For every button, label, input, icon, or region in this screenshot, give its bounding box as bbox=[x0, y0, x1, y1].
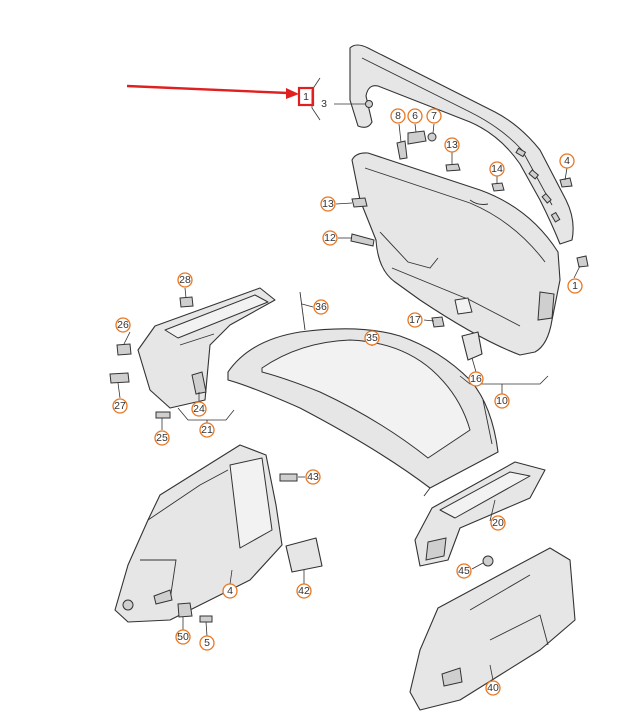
callout-27[interactable]: 27 bbox=[112, 398, 128, 414]
svg-text:3: 3 bbox=[321, 98, 327, 110]
fasteners bbox=[109, 100, 589, 623]
svg-text:1: 1 bbox=[572, 280, 578, 292]
svg-text:12: 12 bbox=[324, 232, 336, 244]
callout-5[interactable]: 5 bbox=[199, 635, 215, 651]
callout-12[interactable]: 12 bbox=[322, 230, 338, 246]
svg-text:36: 36 bbox=[315, 301, 327, 313]
callout-14[interactable]: 14 bbox=[489, 161, 505, 177]
svg-text:10: 10 bbox=[496, 395, 508, 407]
svg-text:7: 7 bbox=[431, 110, 437, 122]
svg-text:24: 24 bbox=[193, 403, 205, 415]
left-quarter-trim bbox=[114, 444, 283, 623]
right-quarter-trim bbox=[409, 547, 576, 711]
callout-13[interactable]: 13 bbox=[444, 137, 460, 153]
svg-text:16: 16 bbox=[470, 373, 482, 385]
svg-text:50: 50 bbox=[177, 631, 189, 643]
highlight-marker bbox=[126, 84, 315, 107]
callout-8[interactable]: 8 bbox=[390, 108, 406, 124]
callout-3: 3 bbox=[321, 98, 327, 110]
callout-50[interactable]: 50 bbox=[175, 629, 191, 645]
highlight-box bbox=[297, 86, 315, 107]
svg-text:17: 17 bbox=[409, 314, 421, 326]
callout-6[interactable]: 6 bbox=[407, 108, 423, 124]
svg-text:27: 27 bbox=[114, 400, 126, 412]
callout-1-highlighted: 1 bbox=[303, 91, 309, 103]
svg-text:40: 40 bbox=[487, 682, 499, 694]
callout-43[interactable]: 43 bbox=[305, 469, 321, 485]
highlight-arrowhead bbox=[286, 88, 299, 99]
callout-28[interactable]: 28 bbox=[177, 272, 193, 288]
tailgate-upper-trim-panel bbox=[349, 44, 574, 245]
callout-35[interactable]: 35 bbox=[364, 330, 380, 346]
callout-40[interactable]: 40 bbox=[485, 680, 501, 696]
part-16-cover bbox=[461, 331, 483, 361]
svg-text:4: 4 bbox=[564, 155, 570, 167]
callout-24[interactable]: 24 bbox=[191, 401, 207, 417]
svg-text:8: 8 bbox=[395, 110, 401, 122]
svg-text:20: 20 bbox=[492, 517, 504, 529]
tailgate-lower-trim-panel bbox=[351, 152, 561, 356]
callout-7[interactable]: 7 bbox=[426, 108, 442, 124]
callout-20[interactable]: 20 bbox=[490, 515, 506, 531]
part-42-cover bbox=[285, 537, 323, 573]
svg-text:45: 45 bbox=[458, 565, 470, 577]
svg-text:4: 4 bbox=[227, 585, 233, 597]
left-upper-trim bbox=[137, 287, 276, 409]
callout-25[interactable]: 25 bbox=[154, 430, 170, 446]
leader-lines bbox=[117, 123, 581, 681]
svg-text:13: 13 bbox=[446, 139, 458, 151]
svg-text:43: 43 bbox=[307, 471, 319, 483]
svg-text:35: 35 bbox=[366, 332, 378, 344]
callout-42[interactable]: 42 bbox=[296, 583, 312, 599]
svg-text:13: 13 bbox=[322, 198, 334, 210]
callout-4-top[interactable]: 4 bbox=[559, 153, 575, 169]
callout-17[interactable]: 17 bbox=[407, 312, 423, 328]
svg-text:14: 14 bbox=[491, 163, 503, 175]
callout-36[interactable]: 36 bbox=[313, 299, 329, 315]
svg-text:42: 42 bbox=[298, 585, 310, 597]
callout-21[interactable]: 21 bbox=[199, 422, 215, 438]
highlight-arrow-shaft bbox=[126, 84, 289, 95]
svg-text:21: 21 bbox=[201, 424, 213, 436]
callout-45[interactable]: 45 bbox=[456, 563, 472, 579]
callout-10[interactable]: 10 bbox=[494, 393, 510, 409]
svg-text:6: 6 bbox=[412, 110, 418, 122]
callout-16[interactable]: 16 bbox=[468, 371, 484, 387]
callout-26[interactable]: 26 bbox=[115, 317, 131, 333]
svg-text:28: 28 bbox=[179, 274, 191, 286]
callout-13-left[interactable]: 13 bbox=[320, 196, 336, 212]
right-trim bbox=[414, 461, 546, 567]
svg-text:26: 26 bbox=[117, 319, 129, 331]
callout-1[interactable]: 1 bbox=[567, 278, 583, 294]
callout-4[interactable]: 4 bbox=[222, 583, 238, 599]
svg-text:25: 25 bbox=[156, 432, 168, 444]
svg-text:5: 5 bbox=[204, 637, 210, 649]
